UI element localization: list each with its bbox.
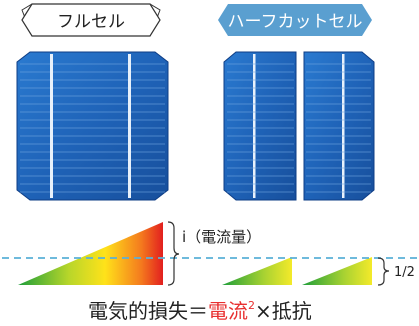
half-cell-left-gridlines	[227, 63, 294, 193]
full-cell-panel	[16, 51, 169, 201]
full-cell-busbar-right	[128, 54, 131, 198]
full-cell-loss-triangle	[18, 222, 163, 285]
half-cell-right-gridlines	[306, 63, 371, 193]
current-brace	[167, 221, 180, 286]
half-cell-left-busbar	[253, 54, 256, 198]
half-cell-panel-right	[303, 51, 375, 201]
full-cell-tag: フルセル	[21, 3, 161, 37]
current-label: i（電流量）	[182, 228, 261, 246]
half-cell-loss-triangle-left	[222, 257, 292, 285]
half-cell-right-busbar	[342, 54, 345, 198]
half-ratio-label: 1/2	[394, 265, 415, 280]
half-cell-label: ハーフカットセル	[228, 12, 363, 32]
formula-prefix: 電気的損失＝	[88, 299, 208, 323]
formula-suffix: ×抵抗	[255, 299, 312, 323]
half-cell-tag: ハーフカットセル	[218, 4, 372, 36]
formula-power: 2	[248, 299, 255, 312]
half-ratio-brace	[377, 257, 390, 286]
half-cell-loss-triangle-right	[302, 257, 372, 285]
full-cell-gridlines	[20, 63, 165, 193]
full-cell-busbar-left	[50, 54, 53, 198]
formula: 電気的損失＝電流2×抵抗	[88, 299, 312, 323]
formula-current: 電流	[208, 299, 248, 323]
half-cell-panel-left	[223, 51, 297, 201]
full-cell-label: フルセル	[57, 12, 125, 32]
